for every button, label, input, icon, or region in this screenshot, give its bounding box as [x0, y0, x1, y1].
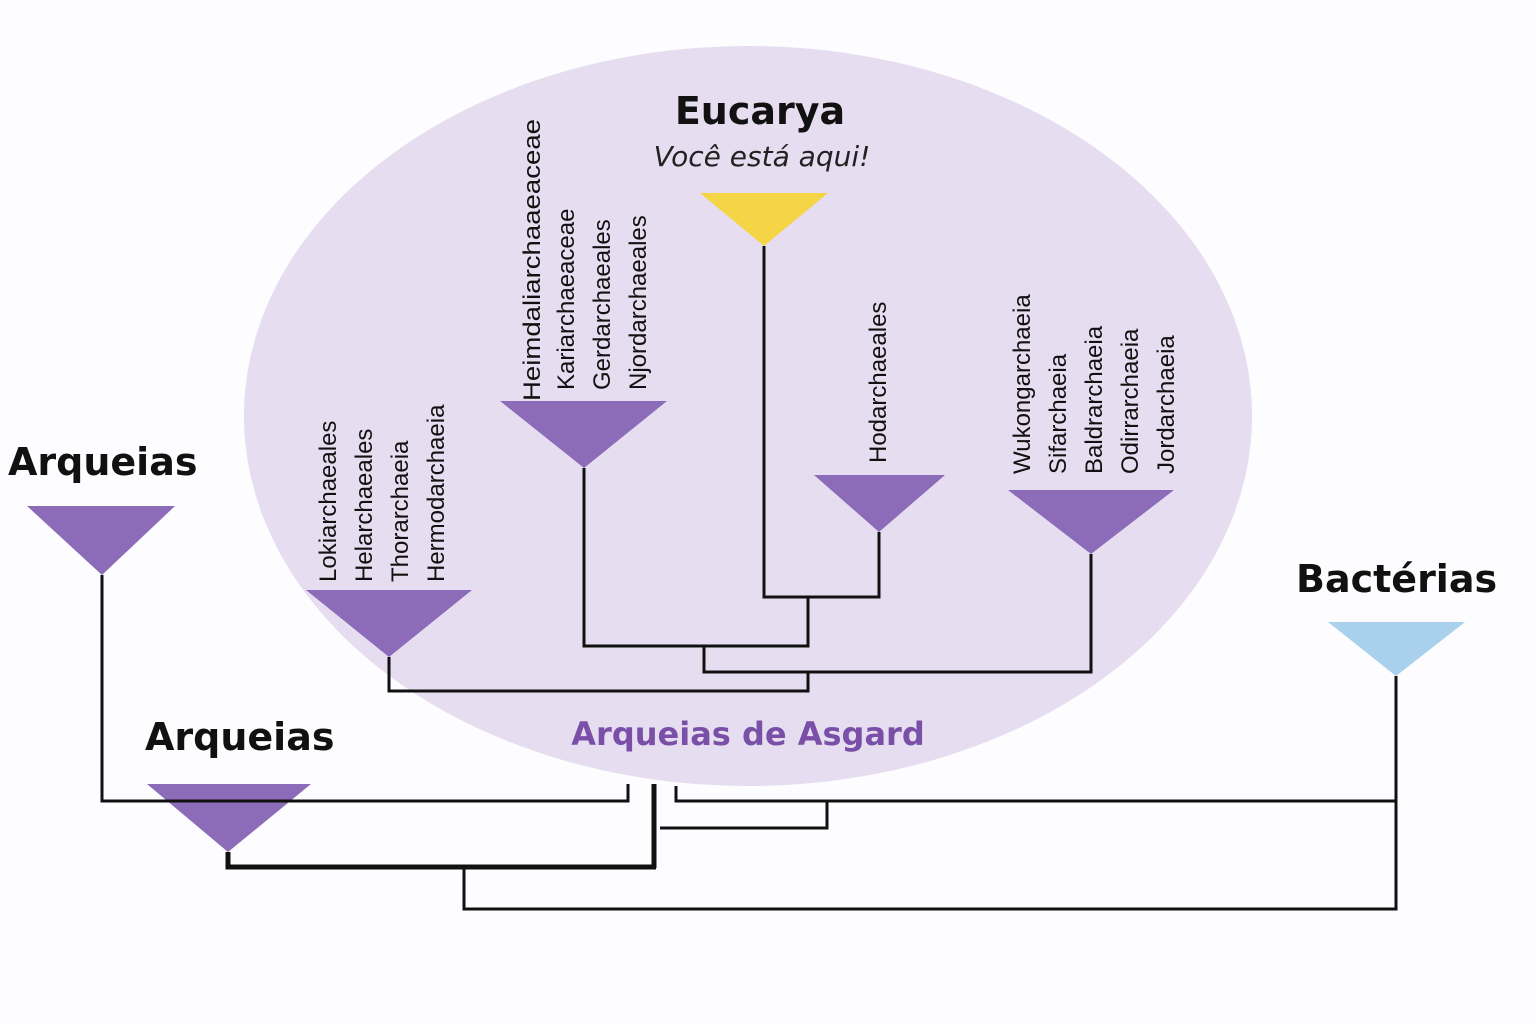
taxon-label: Wukongarchaeia — [1009, 294, 1036, 474]
taxon-label: Njordarchaeales — [625, 215, 652, 390]
eucarya-title: Eucarya — [675, 89, 845, 133]
branch-heimdall-eucarya — [582, 468, 810, 648]
wukong-triangle — [1008, 490, 1174, 554]
branch-root — [462, 801, 1398, 911]
loki-clade-labels: Lokiarchaeales Helarchaeales Thorarchaei… — [315, 404, 450, 582]
branch-inner-loop — [660, 801, 829, 830]
taxon-label: Odirrarchaeia — [1117, 328, 1144, 474]
bacteria-label: Bactérias — [1296, 557, 1497, 601]
taxon-label: Baldrarchaeia — [1081, 325, 1108, 474]
taxon-label: Hodarchaeales — [865, 302, 892, 463]
taxon-label: Helarchaeales — [351, 429, 378, 582]
taxon-label: Kariarchaeaceae — [553, 209, 580, 390]
eucarya-triangle — [700, 193, 828, 246]
taxon-label: Heimdaliarchaaeaceae — [519, 119, 546, 401]
taxon-label: Hermodarchaeia — [423, 404, 450, 582]
taxon-label: Lokiarchaeales — [315, 421, 342, 582]
asgard-ellipse — [244, 46, 1252, 786]
heimdall-clade-labels: Heimdaliarchaaeaceae Kariarchaeaceae Ger… — [519, 119, 652, 401]
archaea-top-label: Arqueias — [8, 440, 197, 484]
branch-wukong — [702, 554, 1093, 674]
branch-archaea-bottom — [225, 852, 656, 870]
branch-eucarya-hod — [762, 246, 881, 599]
archaea-bottom-label: Arqueias — [145, 715, 334, 759]
heimdall-triangle — [500, 401, 667, 468]
asgard-label: Arqueias de Asgard — [571, 715, 924, 753]
branch-archaea-top — [100, 575, 630, 803]
taxon-label: Thorarchaeia — [387, 440, 414, 582]
archaea-bottom-triangle — [147, 784, 311, 852]
taxon-label: Sifarchaeia — [1045, 353, 1072, 474]
bacteria-triangle — [1328, 622, 1465, 676]
wukong-clade-labels: Wukongarchaeia Sifarchaeia Baldrarchaeia… — [1009, 294, 1180, 474]
hod-triangle — [814, 475, 945, 532]
branch-bacteria — [674, 676, 1398, 803]
branch-loki — [387, 657, 810, 693]
eucarya-subtitle: Você está aqui! — [654, 140, 871, 173]
archaea-top-triangle — [27, 506, 175, 575]
taxon-label: Gerdarchaeales — [589, 219, 616, 390]
loki-triangle — [306, 590, 472, 657]
taxon-label: Jordarchaeia — [1153, 335, 1180, 474]
hod-clade-labels: Hodarchaeales — [865, 302, 892, 463]
